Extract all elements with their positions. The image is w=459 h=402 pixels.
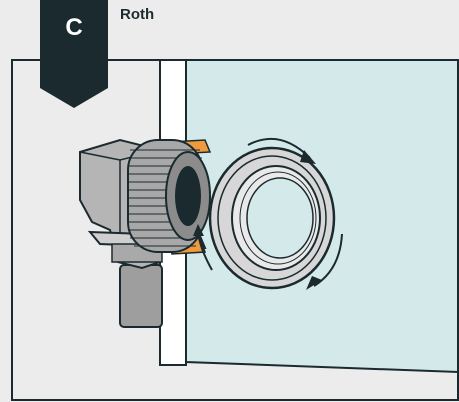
- threaded-connector: [127, 139, 211, 253]
- coupling-nut: [208, 146, 336, 290]
- step-badge-letter: C: [65, 14, 83, 41]
- brand-label: Roth: [120, 6, 155, 23]
- step-badge: [40, 0, 108, 108]
- rotation-arrow-icon: [313, 233, 343, 287]
- valve-tailpipe: [119, 264, 163, 328]
